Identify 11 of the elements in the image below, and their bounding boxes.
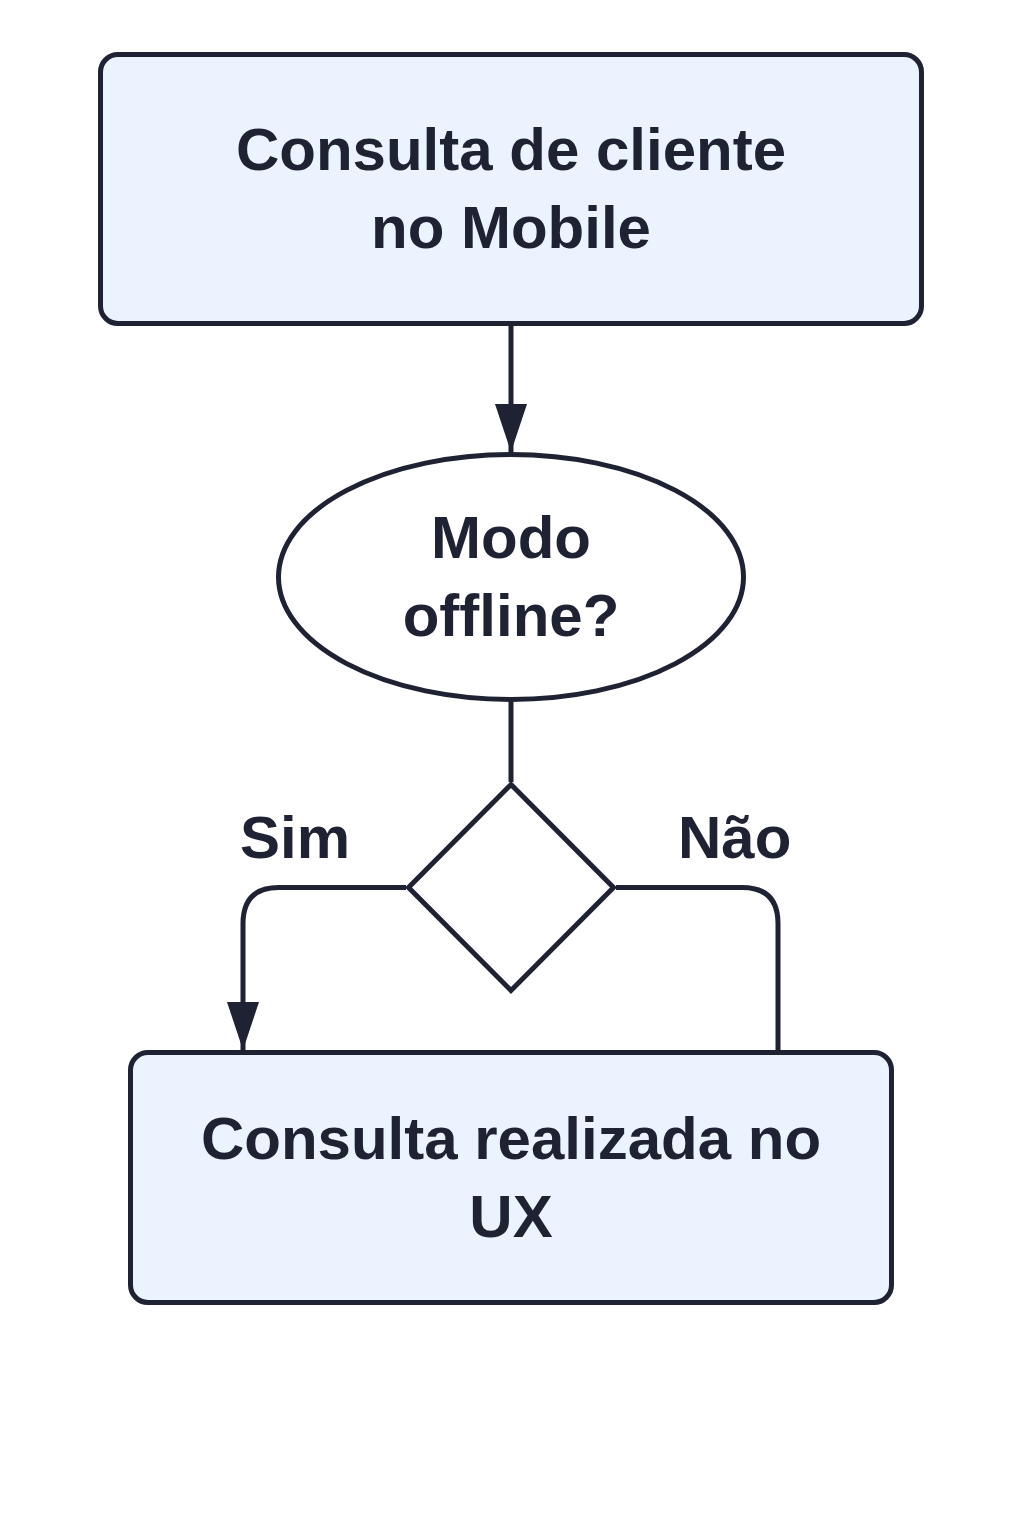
connector-line [508, 702, 514, 782]
arrow [495, 326, 527, 452]
decision-ellipse [276, 452, 746, 702]
question-text: Modo offline? [401, 503, 621, 651]
process-box [98, 52, 924, 326]
process-box [128, 1050, 894, 1305]
step-text: Consulta de cliente no Mobile [234, 115, 788, 263]
arrow [227, 885, 406, 1050]
connector-line [616, 885, 781, 1050]
decision-diamond [406, 782, 616, 993]
step-text: Consulta realizada no UX [199, 1103, 823, 1252]
